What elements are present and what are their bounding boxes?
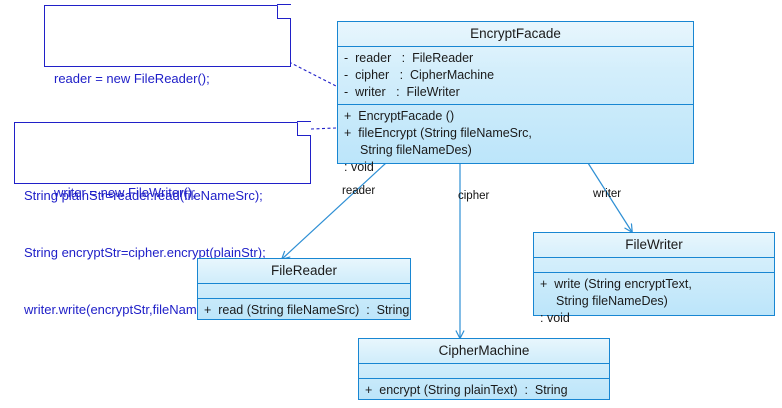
operation-row: + fileEncrypt (String fileNameSrc, Strin…	[344, 125, 688, 176]
operations-compartment-file-writer: + write (String encryptText, String file…	[534, 273, 774, 330]
operations-compartment-encrypt-facade: + EncryptFacade () + fileEncrypt (String…	[338, 105, 693, 179]
operations-compartment-file-reader: + read (String fileNameSrc) : String	[198, 299, 410, 322]
class-name-encrypt-facade: EncryptFacade	[338, 22, 693, 47]
class-box-file-reader[interactable]: FileReader + read (String fileNameSrc) :…	[197, 258, 411, 320]
operation-row: + write (String encryptText, String file…	[540, 276, 769, 327]
operations-compartment-cipher-machine: + encrypt (String plainText) : String	[359, 379, 609, 402]
note-line: String plainStr=reader.read(fileNameSrc)…	[24, 188, 263, 203]
assoc-label-reader: reader	[342, 185, 376, 197]
note-fileencrypt-body: String plainStr=reader.read(fileNameSrc)…	[14, 120, 311, 317]
note-fold-corner-icon	[276, 3, 291, 19]
operation-row: + read (String fileNameSrc) : String	[204, 303, 410, 317]
operation-signature-line2: String fileNameDes)	[556, 294, 668, 308]
attributes-compartment-cipher-machine	[359, 364, 609, 379]
note-line: reader = new FileReader();	[54, 71, 210, 86]
class-name-file-writer: FileWriter	[534, 233, 774, 258]
class-name-file-reader: FileReader	[198, 259, 410, 284]
operation-signature-line1: + fileEncrypt (String fileNameSrc,	[344, 126, 532, 140]
class-box-file-writer[interactable]: FileWriter + write (String encryptText, …	[533, 232, 775, 325]
note-line: writer.write(encryptStr,fileNameDes);	[24, 302, 235, 317]
note-anchor-constructor	[288, 61, 337, 87]
attributes-compartment-encrypt-facade: - reader : FileReader - cipher : CipherM…	[338, 47, 693, 105]
attribute-row: - cipher : CipherMachine	[344, 68, 495, 82]
class-name-cipher-machine: CipherMachine	[359, 339, 609, 364]
note-line: writer = new FileWriter();	[54, 185, 196, 200]
operation-return-type: : void	[540, 311, 570, 325]
note-constructor-body: reader = new FileReader(); cipher = new …	[44, 3, 291, 200]
operation-return-type: : void	[344, 160, 374, 174]
note-fold-corner-icon	[296, 120, 311, 136]
attribute-row: - writer : FileWriter	[344, 85, 460, 99]
note-line: String encryptStr=cipher.encrypt(plainSt…	[24, 245, 266, 260]
class-box-cipher-machine[interactable]: CipherMachine + encrypt (String plainTex…	[358, 338, 610, 400]
operation-signature-line1: + write (String encryptText,	[540, 277, 692, 291]
attribute-row: - reader : FileReader	[344, 51, 474, 65]
attributes-compartment-file-writer	[534, 258, 774, 273]
operation-row: + encrypt (String plainText) : String	[365, 383, 568, 397]
assoc-label-writer: writer	[593, 188, 622, 200]
class-box-encrypt-facade[interactable]: EncryptFacade - reader : FileReader - ci…	[337, 21, 694, 174]
assoc-label-cipher: cipher	[458, 190, 490, 202]
operation-signature-line2: String fileNameDes)	[360, 143, 472, 157]
attributes-compartment-file-reader	[198, 284, 410, 299]
note-anchor-fileencrypt	[310, 127, 337, 130]
operation-row: + EncryptFacade ()	[344, 109, 455, 123]
